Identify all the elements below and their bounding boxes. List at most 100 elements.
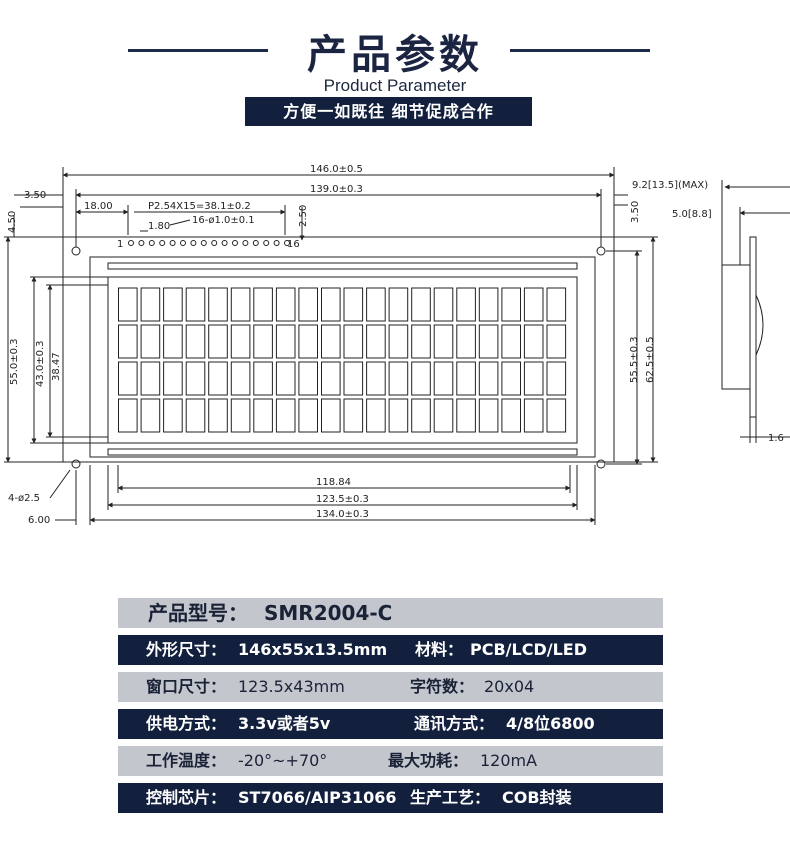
char-cell bbox=[546, 361, 567, 396]
pin-first-label: 1 bbox=[117, 239, 123, 250]
dimension-drawing: 146.0±0.5 139.0±0.3 18.00 P2.54X15=38.1±… bbox=[4, 165, 790, 526]
process-value: COB封装 bbox=[502, 788, 572, 807]
pin-hole bbox=[263, 240, 270, 246]
dim-right-margin: 3.50 bbox=[630, 201, 641, 223]
slogan-banner: 方便一如既往 细节促成合作 bbox=[245, 97, 532, 126]
char-cell bbox=[366, 324, 386, 359]
char-cell bbox=[118, 398, 138, 433]
char-cell bbox=[208, 398, 228, 433]
pin-hole bbox=[128, 240, 134, 246]
char-cell bbox=[388, 324, 409, 359]
char-cell bbox=[140, 287, 161, 322]
pin-hole bbox=[190, 240, 197, 246]
char-cell bbox=[478, 361, 499, 396]
dim-side-thick-pcb: 5.0[8.8] bbox=[672, 209, 712, 220]
pin-hole bbox=[180, 240, 186, 246]
dim-side-thick-max: 9.2[13.5](MAX) bbox=[632, 180, 708, 191]
mount-hole-br bbox=[596, 459, 606, 469]
pin-hole bbox=[221, 240, 228, 246]
interface-value: 4/8位6800 bbox=[506, 714, 595, 733]
dim-right-h1: 55.5±0.3 bbox=[629, 336, 640, 383]
mount-hole-tr bbox=[596, 246, 606, 256]
chip-value: ST7066/AIP31066 bbox=[238, 788, 397, 807]
char-cell bbox=[546, 324, 567, 359]
pin-hole bbox=[211, 240, 218, 246]
char-cell bbox=[208, 324, 228, 359]
char-cell bbox=[163, 324, 183, 359]
dim-window-height: 43.0±0.3 bbox=[35, 340, 46, 387]
pin-hole bbox=[148, 240, 155, 246]
pcb-outline bbox=[62, 236, 615, 463]
char-cell bbox=[321, 398, 341, 433]
char-cell bbox=[275, 361, 296, 396]
char-cell bbox=[411, 361, 431, 396]
char-cell bbox=[388, 287, 409, 322]
dim-left-margin: 3.50 bbox=[24, 190, 46, 201]
char-cell bbox=[546, 398, 567, 433]
char-cell bbox=[456, 361, 476, 396]
dim-pin-pitch: P2.54X15=38.1±0.2 bbox=[148, 201, 251, 212]
pin-last-label: 16 bbox=[287, 239, 300, 250]
char-cell bbox=[230, 361, 251, 396]
char-cell bbox=[478, 287, 499, 322]
char-cell bbox=[478, 398, 499, 433]
char-cell bbox=[478, 324, 499, 359]
dim-pin-gap: 1.80 bbox=[148, 221, 170, 232]
spec-row-temp: 工作温度： -20°~+70° 最大功耗： 120mA bbox=[118, 746, 663, 776]
consumption-label: 最大功耗： bbox=[388, 751, 469, 770]
char-cell bbox=[118, 361, 138, 396]
chip-label: 控制芯片： bbox=[146, 788, 227, 807]
char-cell bbox=[163, 398, 183, 433]
dim-side-pcb: 1.6 bbox=[768, 433, 784, 444]
pin-hole bbox=[138, 240, 145, 246]
char-cell bbox=[298, 287, 318, 322]
char-cell bbox=[501, 287, 521, 322]
material-label: 材料： bbox=[415, 640, 464, 659]
size-label: 外形尺寸： bbox=[146, 640, 227, 659]
char-cell bbox=[275, 398, 296, 433]
char-cell bbox=[523, 361, 544, 396]
char-cell bbox=[275, 287, 296, 322]
char-cell bbox=[118, 287, 138, 322]
char-cell bbox=[366, 398, 386, 433]
model-label: 产品型号： bbox=[148, 601, 248, 625]
char-cell bbox=[140, 398, 161, 433]
char-cell bbox=[546, 287, 567, 322]
power-label: 供电方式： bbox=[146, 714, 227, 733]
char-cell bbox=[163, 287, 183, 322]
pin-hole bbox=[159, 240, 166, 246]
char-cell bbox=[230, 398, 251, 433]
window-value: 123.5x43mm bbox=[238, 677, 345, 696]
char-cell bbox=[208, 287, 228, 322]
dim-overall-height: 55.0±0.3 bbox=[9, 338, 20, 385]
size-value: 146x55x13.5mm bbox=[238, 640, 388, 659]
char-cell bbox=[343, 398, 364, 433]
char-cell bbox=[140, 361, 161, 396]
char-cell bbox=[501, 324, 521, 359]
material-value: PCB/LCD/LED bbox=[470, 640, 587, 659]
mount-hole-bl bbox=[71, 459, 81, 469]
mount-hole-tl bbox=[71, 246, 81, 256]
char-cell bbox=[321, 324, 341, 359]
process-label: 生产工艺： bbox=[410, 788, 491, 807]
dim-view-width: 118.84 bbox=[316, 477, 351, 488]
char-cell bbox=[388, 398, 409, 433]
char-cell bbox=[523, 398, 544, 433]
header: 产品参数 Product Parameter 方便一如既往 细节促成合作 bbox=[0, 0, 790, 135]
dim-bottom-margin: 6.00 bbox=[28, 515, 50, 526]
chars-label: 字符数： bbox=[410, 677, 475, 696]
spec-row-size: 外形尺寸： 146x55x13.5mm 材料： PCB/LCD/LED bbox=[118, 635, 663, 665]
char-cell bbox=[208, 361, 228, 396]
dim-top-margin: 4.50 bbox=[7, 211, 18, 233]
pin-hole bbox=[232, 240, 238, 246]
char-cell bbox=[321, 361, 341, 396]
char-cell bbox=[230, 287, 251, 322]
char-cell bbox=[185, 287, 206, 322]
char-cell bbox=[411, 287, 431, 322]
char-cell bbox=[298, 324, 318, 359]
dim-hole-span: 139.0±0.3 bbox=[310, 184, 363, 195]
page-subtitle: Product Parameter bbox=[323, 76, 467, 95]
char-cell bbox=[523, 287, 544, 322]
dim-overall-width: 146.0±0.5 bbox=[310, 165, 363, 175]
page-title: 产品参数 bbox=[307, 32, 483, 78]
